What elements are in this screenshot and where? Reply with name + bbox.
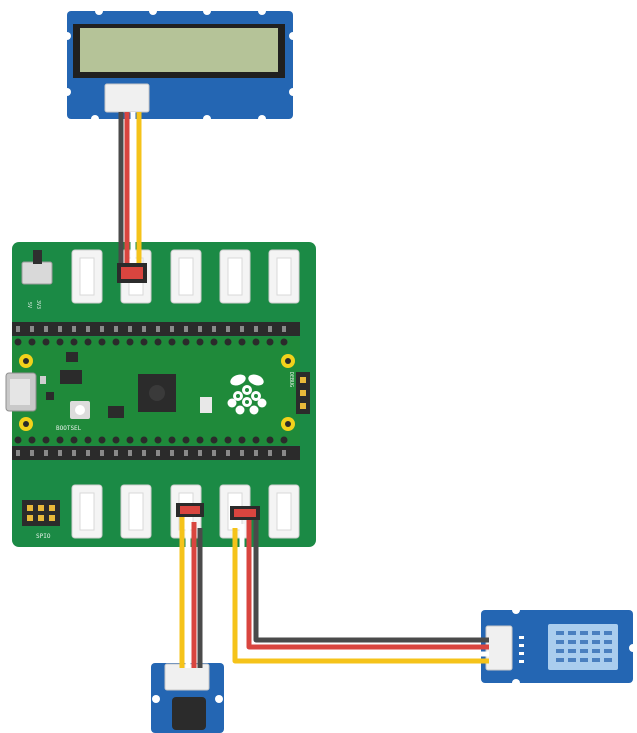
grove-button-module xyxy=(151,663,224,733)
spio-header[interactable] xyxy=(22,500,60,526)
dht-sensor xyxy=(548,624,618,670)
label-5v: 5V xyxy=(26,302,32,308)
grove-port[interactable] xyxy=(170,249,202,304)
lcd-grove-connector[interactable] xyxy=(104,83,150,113)
dht-grove-connector[interactable] xyxy=(485,625,513,671)
lcd-screen xyxy=(80,28,278,72)
grove-port[interactable] xyxy=(71,484,103,539)
grove-port[interactable] xyxy=(120,484,152,539)
usb-connector[interactable] xyxy=(5,372,37,412)
grove-port[interactable] xyxy=(268,249,300,304)
grove-port[interactable] xyxy=(71,249,103,304)
wire-dht[interactable] xyxy=(232,517,489,664)
grove-port[interactable] xyxy=(268,484,300,539)
label-spio: SPIO xyxy=(36,533,51,540)
wire-button[interactable] xyxy=(179,510,203,668)
grove-temp-humidity-module xyxy=(481,606,637,687)
label-bootsel: BOOTSEL xyxy=(56,425,82,432)
label-3v3: 3V3 xyxy=(35,300,41,309)
push-button[interactable] xyxy=(172,697,206,730)
grove-lcd-module xyxy=(63,7,297,123)
raspberry-pi-pico: BOOTSEL DEBUG xyxy=(5,337,310,445)
voltage-switch[interactable] xyxy=(21,250,53,285)
bootsel-button[interactable] xyxy=(70,401,90,419)
rp2040-chip xyxy=(138,374,176,412)
debug-header[interactable] xyxy=(296,372,310,414)
wire-lcd[interactable] xyxy=(118,112,142,283)
label-debug: DEBUG xyxy=(288,372,294,387)
grove-port[interactable] xyxy=(219,249,251,304)
